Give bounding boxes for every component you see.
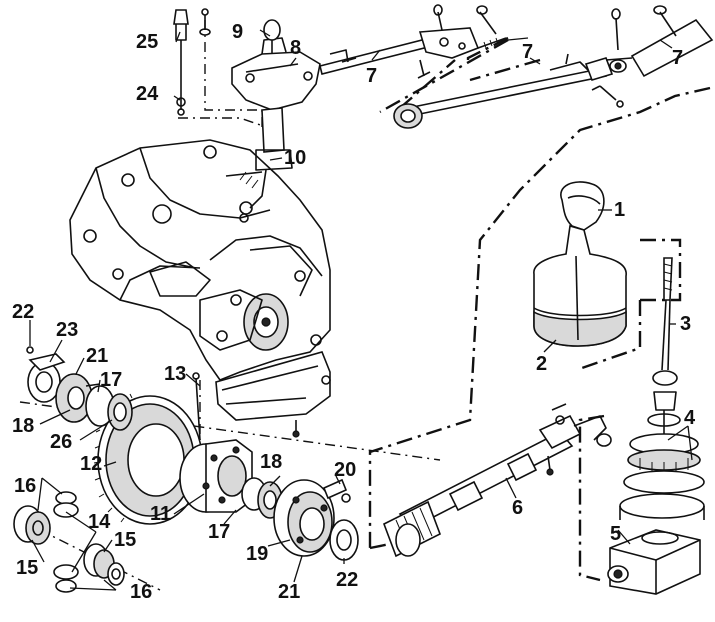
callout-4: 4	[684, 407, 696, 429]
differential-gears-14-15-16	[13, 491, 125, 593]
callout-15-b: 15	[114, 529, 136, 551]
shift-rod	[382, 403, 612, 558]
callout-8: 8	[290, 37, 301, 59]
shift-lever-assembly	[607, 257, 705, 595]
callout-1: 1	[614, 199, 625, 221]
callout-21-b: 21	[278, 581, 300, 603]
callout-14: 14	[88, 511, 111, 533]
callout-6: 6	[512, 497, 523, 519]
callout-10: 10	[284, 147, 306, 169]
callout-22-b: 22	[336, 569, 358, 591]
rod-assembly-24-25	[173, 8, 211, 116]
callout-5: 5	[610, 523, 621, 545]
callout-labels: 1 2 3 4 5 6 7 7 7 8 9 10 11 12 13 14 15 …	[12, 21, 696, 603]
callout-13: 13	[164, 363, 186, 385]
callout-11: 11	[150, 503, 171, 525]
shift-tower	[225, 19, 321, 223]
callout-20: 20	[334, 459, 356, 481]
differential-assembly	[26, 346, 359, 561]
callout-2: 2	[536, 353, 547, 375]
callout-21-a: 21	[86, 345, 108, 367]
callout-12: 12	[80, 453, 102, 475]
callout-25: 25	[136, 31, 158, 53]
callout-22-a: 22	[12, 301, 34, 323]
callout-9: 9	[232, 21, 243, 43]
gear-knob-and-boot	[533, 181, 627, 347]
leader-lines	[29, 29, 693, 591]
callout-15-a: 15	[16, 557, 38, 579]
callout-16-b: 16	[130, 581, 152, 603]
gearbox-housing	[69, 139, 331, 438]
callout-26: 26	[50, 431, 72, 453]
callout-17-a: 17	[100, 369, 122, 391]
callout-7-b: 7	[522, 41, 533, 63]
callout-23: 23	[56, 319, 78, 341]
callout-19: 19	[246, 543, 268, 565]
callout-18-b: 18	[260, 451, 282, 473]
callout-7-a: 7	[366, 65, 377, 87]
callout-18-a: 18	[12, 415, 34, 437]
callout-3: 3	[680, 313, 691, 335]
callout-7-c: 7	[672, 47, 683, 69]
callout-16-a: 16	[14, 475, 36, 497]
callout-24: 24	[136, 83, 159, 105]
callout-17-b: 17	[208, 521, 230, 543]
